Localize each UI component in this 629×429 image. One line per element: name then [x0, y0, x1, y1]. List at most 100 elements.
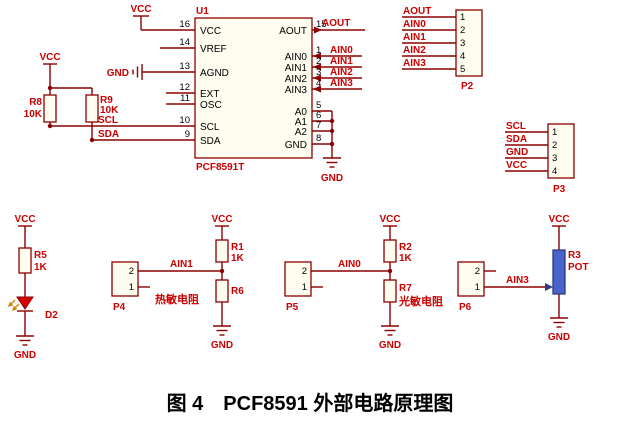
net-label-ain1-bottom: AIN1 [170, 259, 193, 270]
gnd-label: GND [211, 340, 233, 351]
ain0-arrow-icon [313, 52, 321, 60]
vcc-port-led: VCC [14, 214, 36, 248]
resistor-r2-value: 1K [399, 253, 413, 264]
gnd-port-led: GND [14, 335, 36, 361]
vcc-port-r1: VCC [211, 214, 233, 240]
chip-pin-number-5: 5 [316, 100, 321, 111]
p5-pin-1: 1 [302, 282, 307, 293]
resistor-r1-value: 1K [231, 253, 245, 264]
chip-pin-number-1: 1 [316, 45, 321, 56]
net-label-sda: SDA [98, 129, 119, 140]
chip-pin-number-10: 10 [179, 115, 190, 126]
p2-signal-ain3: AIN3 [403, 58, 426, 69]
connector-p2-label: P2 [461, 81, 474, 92]
pin-direction-arrows [313, 26, 322, 93]
net-label-ain3: AIN3 [330, 78, 353, 89]
photoresistor-annotation: 光敏电阻 [398, 294, 443, 308]
gnd-port-r7: GND [379, 325, 401, 351]
p2-pin-1: 1 [460, 12, 465, 23]
chip-pin-number-14: 14 [179, 37, 190, 48]
chip-pin-name-ain1: AIN1 [285, 63, 308, 74]
resistor-r8-body [43, 94, 57, 123]
vcc-label: VCC [379, 214, 400, 225]
vcc-port-r2: VCC [379, 214, 401, 240]
connector-p3: 1 2 3 4 SCL SDA GND VCC P3 [506, 121, 575, 195]
p4-pin-1: 1 [129, 282, 134, 293]
resistor-r7-ref: R7 [399, 283, 412, 294]
chip-body [194, 17, 313, 159]
led-d2-body [16, 296, 34, 310]
chip-pin-number-13: 13 [179, 61, 190, 72]
potentiometer-r3-ref: R3 [568, 250, 581, 261]
resistor-r7-body [383, 279, 397, 303]
resistor-r9-value: 10K [100, 105, 119, 116]
p5-pin-2: 2 [302, 266, 307, 277]
resistor-r8: R8 10K [24, 94, 57, 123]
p6-pin-1: 1 [475, 282, 480, 293]
thermistor-annotation: 热敏电阻 [155, 292, 199, 306]
resistor-r6-ref: R6 [231, 286, 244, 297]
gnd-port-r6: GND [211, 325, 233, 351]
gnd-label: GND [14, 350, 36, 361]
pot-wiper-arrow-icon [545, 283, 553, 291]
connector-p2: 1 2 3 4 5 AOUT AIN0 AIN1 AIN2 AIN3 P2 [403, 6, 483, 92]
chip-pin-name-a2: A2 [295, 127, 308, 138]
chip-designator: U1 [196, 6, 209, 17]
chip-pin-name-a1: A1 [295, 117, 308, 128]
chip-pin-number-6: 6 [316, 110, 321, 121]
chip-pin-number-2: 2 [316, 56, 321, 67]
chip-pin-name-ext: EXT [200, 89, 219, 100]
net-label-aout: AOUT [322, 18, 350, 29]
chip-pin-number-4: 4 [316, 78, 321, 89]
chip-pin-number-12: 12 [179, 82, 190, 93]
connector-p3-label: P3 [553, 184, 566, 195]
resistor-r5-value: 1K [34, 262, 48, 273]
gnd-label: GND [548, 332, 570, 343]
p3-signal-gnd: GND [506, 147, 528, 158]
connector-p4: 2 1 P4 [111, 261, 139, 313]
chip-u1: U1 PCF8591T VCC VREF AGND EXT OSC SCL SD… [179, 6, 326, 173]
chip-pin-number-16: 16 [179, 19, 190, 30]
connector-p4-label: P4 [113, 302, 126, 313]
gnd-port-agnd: GND [107, 64, 143, 80]
chip-pin-name-ain2: AIN2 [285, 74, 308, 85]
vcc-label: VCC [14, 214, 35, 225]
resistor-r1: R1 1K [215, 239, 245, 264]
chip-pin-name-sda: SDA [200, 136, 221, 147]
p4-pin-2: 2 [129, 266, 134, 277]
connector-p2-body [455, 9, 483, 77]
p2-pin-3: 3 [460, 38, 465, 49]
vcc-port-pullups: VCC [39, 52, 61, 95]
chip-pin-name-agnd: AGND [200, 68, 229, 79]
connector-p4-body [111, 261, 139, 297]
vcc-port-chip: VCC [130, 4, 152, 30]
p3-pin-1: 1 [552, 127, 557, 138]
chip-pin-name-vref: VREF [200, 44, 227, 55]
potentiometer-r3: R3 POT [545, 249, 589, 295]
connector-p3-body [547, 123, 575, 179]
p2-signal-ain2: AIN2 [403, 45, 426, 56]
p3-signal-sda: SDA [506, 134, 527, 145]
gnd-port-pot: GND [548, 317, 570, 343]
potentiometer-r3-value: POT [568, 262, 589, 273]
vcc-label: VCC [130, 4, 151, 15]
potentiometer-r3-body [552, 249, 566, 295]
p2-signal-ain1: AIN1 [403, 32, 426, 43]
connector-p6-label: P6 [459, 302, 472, 313]
resistor-r9: R9 10K [85, 94, 119, 123]
vcc-label: VCC [548, 214, 569, 225]
ain1-arrow-icon [313, 63, 321, 71]
gnd-port-chip: GND [321, 157, 343, 184]
p2-pin-2: 2 [460, 25, 465, 36]
chip-pin-name-osc: OSC [200, 100, 222, 111]
chip-pin-name-vcc: VCC [200, 26, 221, 37]
resistor-r1-body [215, 239, 229, 263]
chip-pin-name-scl: SCL [200, 122, 220, 133]
resistor-r2-ref: R2 [399, 242, 412, 253]
vcc-port-pot: VCC [548, 214, 570, 250]
led-emission-arrowhead-icon [8, 301, 14, 307]
connector-p6: 2 1 P6 [457, 261, 485, 313]
gnd-label: GND [107, 68, 129, 79]
chip-pin-name-aout: AOUT [279, 26, 307, 37]
